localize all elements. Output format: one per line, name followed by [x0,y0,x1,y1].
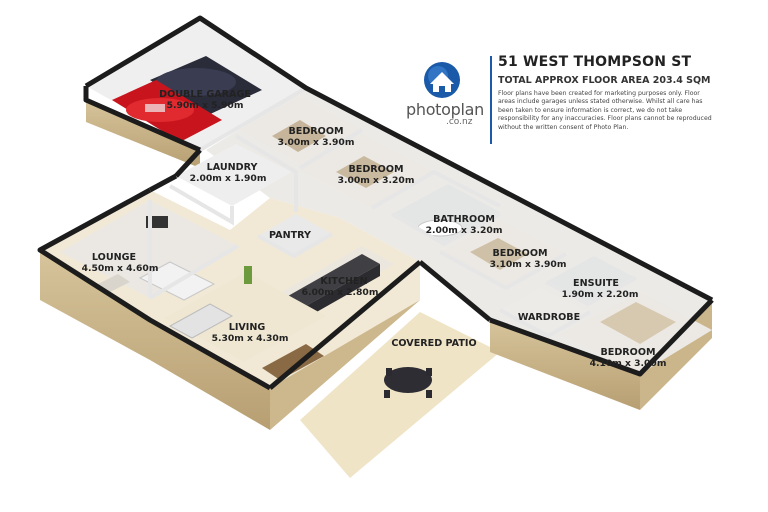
brand-divider [490,56,492,144]
lounge-name: LOUNGE [92,252,136,263]
ensuite-name: ENSUITE [573,278,619,289]
listing-info: 51 WEST THOMPSON ST TOTAL APPROX FLOOR A… [490,54,718,144]
exterior-wall-left [40,250,270,430]
patio-table [384,367,432,398]
address-title: 51 WEST THOMPSON ST [498,54,692,70]
laundry-name: LAUNDRY [207,162,259,173]
wardrobe-name: WARDROBE [518,312,580,323]
exterior-walls [37,15,714,391]
kitchen-name: KITCHEN [320,276,367,287]
garage [112,56,262,142]
kitchen-dims: 6.00m x 2.80m [302,287,379,298]
bedroom-2-name: BEDROOM [348,164,403,175]
lounge-dims: 4.50m x 4.60m [82,263,159,274]
ensuite-dims: 1.90m x 2.20m [562,289,639,300]
disclaimer: Floor plans have been created for market… [498,90,712,131]
pantry-name: PANTRY [269,230,312,241]
exterior-wall-garage [86,100,200,168]
exterior-wall-wing [490,320,640,410]
garage-dims: 5.90m x 5.90m [167,100,244,111]
bedroom-1 [240,96,362,164]
logo-domain: .co.nz [446,117,473,127]
bedroom-2-dims: 3.00m x 3.20m [338,175,415,186]
laundry-dims: 2.00m x 1.90m [190,173,267,184]
covered-patio-name: COVERED PATIO [391,338,476,349]
living-name: LIVING [229,322,266,333]
bathroom-dims: 2.00m x 3.20m [426,225,503,236]
bedroom-4-dims: 4.10m x 3.00m [590,358,667,369]
laundry [176,144,292,206]
house-icon [424,62,460,98]
covered-patio-floor [300,312,500,478]
bathroom-name: BATHROOM [433,214,495,225]
bedroom-1-name: BEDROOM [288,126,343,137]
bedroom-3-dims: 3.10m x 3.90m [490,259,567,270]
bedroom-4 [560,292,712,374]
living-dims: 5.30m x 4.30m [212,333,289,344]
logo-wordmark: photoplan [406,100,484,119]
bedroom-4-name: BEDROOM [600,347,655,358]
kitchen [282,246,394,318]
interior-walls [148,86,637,339]
floor-area: TOTAL APPROX FLOOR AREA 203.4 SQM [498,75,711,86]
bedroom-1-dims: 3.00m x 3.90m [278,137,355,148]
garage-name: DOUBLE GARAGE [159,89,251,100]
bedroom-3-name: BEDROOM [492,248,547,259]
